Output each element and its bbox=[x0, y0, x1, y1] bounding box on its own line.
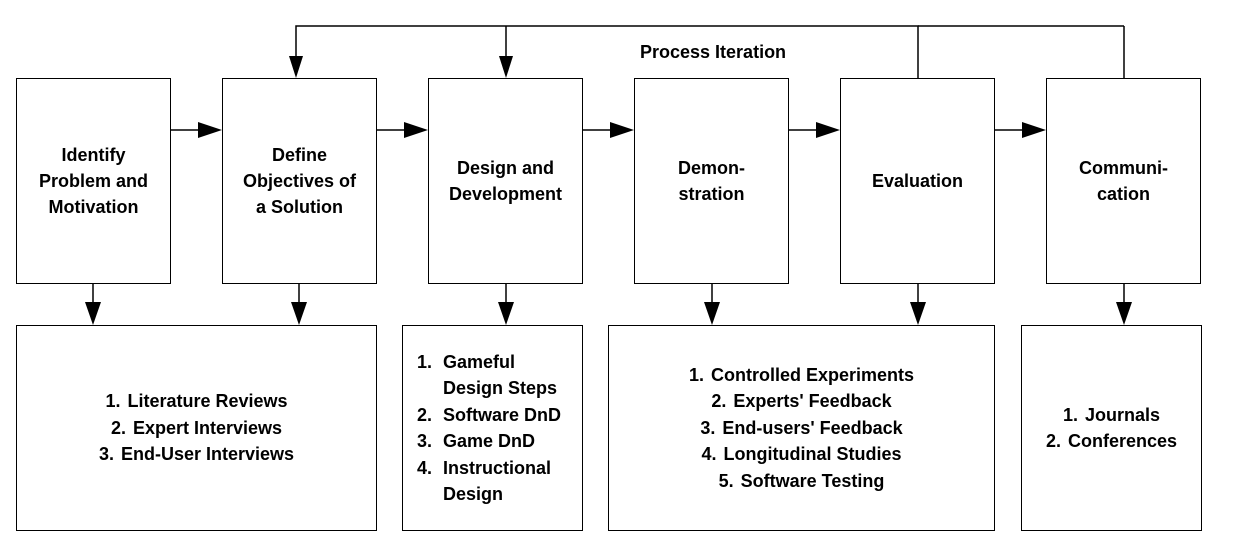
step-label: Evaluation bbox=[871, 171, 964, 191]
step-label: Demon- stration bbox=[678, 158, 745, 204]
step-label: Communi- cation bbox=[1079, 158, 1168, 204]
output-list: 1.Literature Reviews 2.Expert Interviews… bbox=[99, 388, 294, 468]
output-evaluation-methods: 1.Controlled Experiments 2.Experts' Feed… bbox=[608, 325, 995, 531]
process-iteration-label: Process Iteration bbox=[640, 42, 787, 62]
output-list: 1.Controlled Experiments 2.Experts' Feed… bbox=[689, 362, 914, 495]
list-item: 1.Gameful Design Steps bbox=[417, 351, 558, 399]
list-item: 2.Software DnD bbox=[417, 404, 562, 425]
iteration-arrowhead-define bbox=[289, 56, 303, 78]
list-item: 2.Expert Interviews bbox=[110, 417, 283, 438]
step-label: Define Objectives of a Solution bbox=[242, 145, 357, 217]
output-design-methods: 1.Gameful Design Steps 2.Software DnD 3.… bbox=[402, 325, 583, 531]
list-item: 3.End-User Interviews bbox=[98, 444, 295, 465]
list-item: 1.Literature Reviews bbox=[105, 391, 288, 412]
step-design-development: Design and Development bbox=[428, 78, 583, 284]
list-item: 3.Game DnD bbox=[417, 431, 536, 451]
list-item: 1.Journals bbox=[1062, 404, 1161, 425]
step-identify-problem: Identify Problem and Motivation bbox=[16, 78, 171, 284]
output-list: 1.Gameful Design Steps 2.Software DnD 3.… bbox=[417, 349, 561, 508]
step-label: Identify Problem and Motivation bbox=[38, 145, 149, 217]
step-evaluation: Evaluation bbox=[840, 78, 995, 284]
step-label: Design and Development bbox=[448, 158, 563, 204]
list-item: 2.Experts' Feedback bbox=[711, 391, 892, 412]
list-item: 5.Software Testing bbox=[718, 470, 885, 491]
iteration-loop-line bbox=[295, 25, 919, 78]
output-research-methods: 1.Literature Reviews 2.Expert Interviews… bbox=[16, 325, 377, 531]
output-communication-channels: 1.Journals 2.Conferences bbox=[1021, 325, 1202, 531]
list-item: 4.Longitudinal Studies bbox=[701, 444, 902, 465]
iteration-arrowhead-design bbox=[499, 56, 513, 78]
output-list: 1.Journals 2.Conferences bbox=[1046, 402, 1177, 455]
step-define-objectives: Define Objectives of a Solution bbox=[222, 78, 377, 284]
list-item: 3.End-users' Feedback bbox=[700, 417, 903, 438]
list-item: 1.Controlled Experiments bbox=[688, 364, 915, 385]
list-item: 2.Conferences bbox=[1045, 431, 1178, 451]
list-item: 4.Instructional Design bbox=[417, 457, 552, 505]
step-communication: Communi- cation bbox=[1046, 78, 1201, 284]
step-demonstration: Demon- stration bbox=[634, 78, 789, 284]
